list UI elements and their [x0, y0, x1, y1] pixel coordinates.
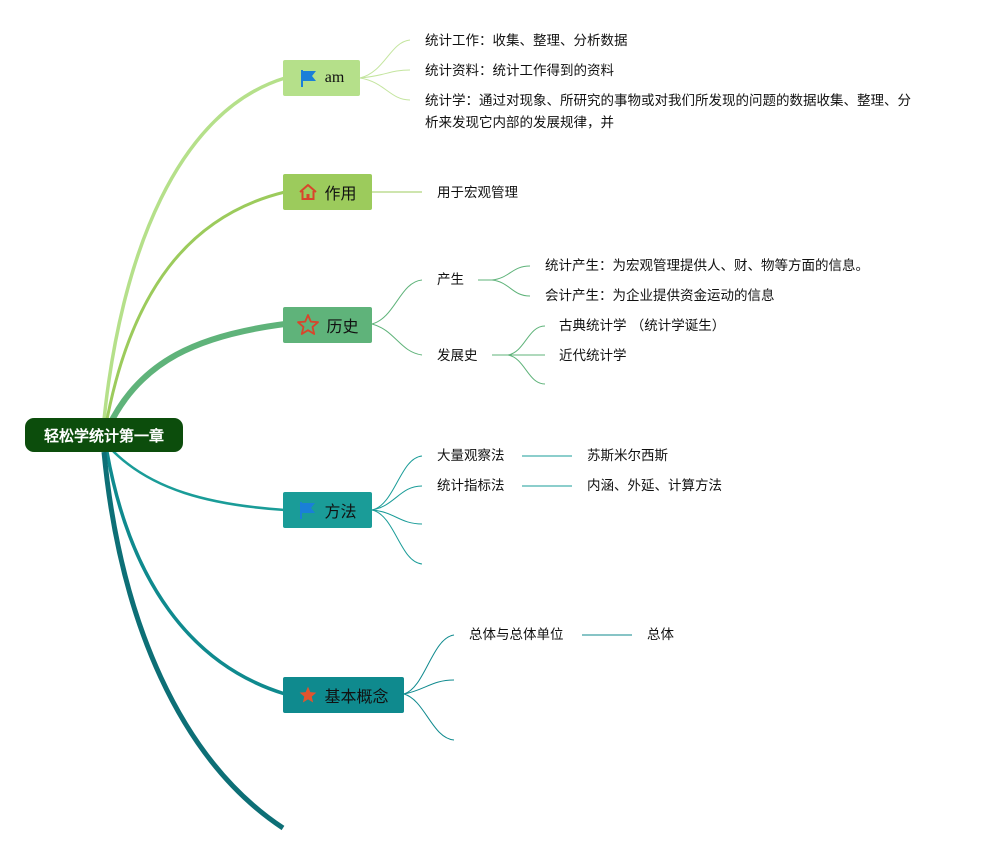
branch-root-extra: [101, 451, 285, 831]
leaf-fazhan-1[interactable]: 古典统计学 （统计学诞生）: [559, 318, 726, 334]
house-icon: [298, 182, 318, 202]
link-method-4: [371, 509, 423, 565]
link-fazhan-1: [507, 325, 546, 356]
leaf-observation-detail[interactable]: 苏斯米尔西斯: [587, 448, 668, 464]
leaf-chansheng-2[interactable]: 会计产生：为企业提供资金运动的信息: [545, 288, 775, 304]
leaf-population-detail[interactable]: 总体: [647, 627, 674, 643]
branch-root-role: [103, 190, 286, 431]
branch-root-history: [105, 321, 286, 430]
link-history-chansheng: [371, 279, 423, 325]
branch-root-concept: [105, 451, 286, 696]
star-filled-icon: [298, 685, 318, 705]
blue-flag-icon: [299, 68, 319, 88]
topic-am[interactable]: am: [283, 60, 360, 96]
topic-role[interactable]: 作用: [283, 174, 372, 210]
subtopic-indicator[interactable]: 统计指标法: [437, 478, 505, 494]
leaf-am-2[interactable]: 统计资料：统计工作得到的资料: [425, 63, 614, 79]
topic-role-label: 作用: [324, 184, 357, 203]
topic-method[interactable]: 方法: [283, 492, 372, 528]
star-outline-icon: [296, 313, 320, 337]
link-history-fazhan: [371, 323, 423, 356]
link-concept-2: [403, 679, 455, 695]
blue-flag-icon: [298, 500, 318, 520]
subtopic-population[interactable]: 总体与总体单位: [469, 627, 564, 643]
topic-concept-label: 基本概念: [324, 687, 389, 706]
link-method-1: [371, 455, 423, 511]
link-method-3: [371, 509, 423, 525]
branch-root-method: [109, 447, 286, 512]
topic-concept[interactable]: 基本概念: [283, 677, 404, 713]
subtopic-fazhanshi[interactable]: 发展史: [437, 348, 478, 364]
link-concept-1: [403, 634, 455, 695]
subtopic-chansheng[interactable]: 产生: [437, 272, 464, 288]
link-am-2: [359, 69, 411, 79]
leaf-chansheng-1[interactable]: 统计产生：为宏观管理提供人、财、物等方面的信息。: [545, 258, 869, 274]
root-label: 轻松学统计第一章: [43, 426, 164, 445]
link-am-1: [359, 39, 411, 79]
leaf-am-3[interactable]: 统计学：通过对现象、所研究的事物或对我们所发现的问题的数据收集、整理、分析来发现…: [425, 93, 911, 131]
root-node[interactable]: 轻松学统计第一章: [25, 418, 183, 452]
subtopic-observation[interactable]: 大量观察法: [437, 448, 505, 464]
branch-root-am: [101, 76, 286, 431]
link-chansheng-2: [491, 279, 531, 297]
topic-history[interactable]: 历史: [283, 307, 372, 343]
topic-method-label: 方法: [324, 502, 357, 521]
link-concept-3: [403, 693, 455, 741]
leaf-fazhan-2[interactable]: 近代统计学: [559, 348, 627, 364]
link-fazhan-3: [507, 354, 546, 385]
leaf-indicator-detail[interactable]: 内涵、外延、计算方法: [587, 478, 722, 494]
link-chansheng-1: [491, 265, 531, 281]
link-method-2: [371, 485, 423, 511]
topic-history-label: 历史: [326, 317, 359, 336]
link-am-3: [359, 77, 411, 101]
leaf-role-1[interactable]: 用于宏观管理: [437, 185, 518, 201]
topic-am-label: am: [324, 69, 345, 86]
leaf-am-1[interactable]: 统计工作：收集、整理、分析数据: [425, 33, 628, 49]
